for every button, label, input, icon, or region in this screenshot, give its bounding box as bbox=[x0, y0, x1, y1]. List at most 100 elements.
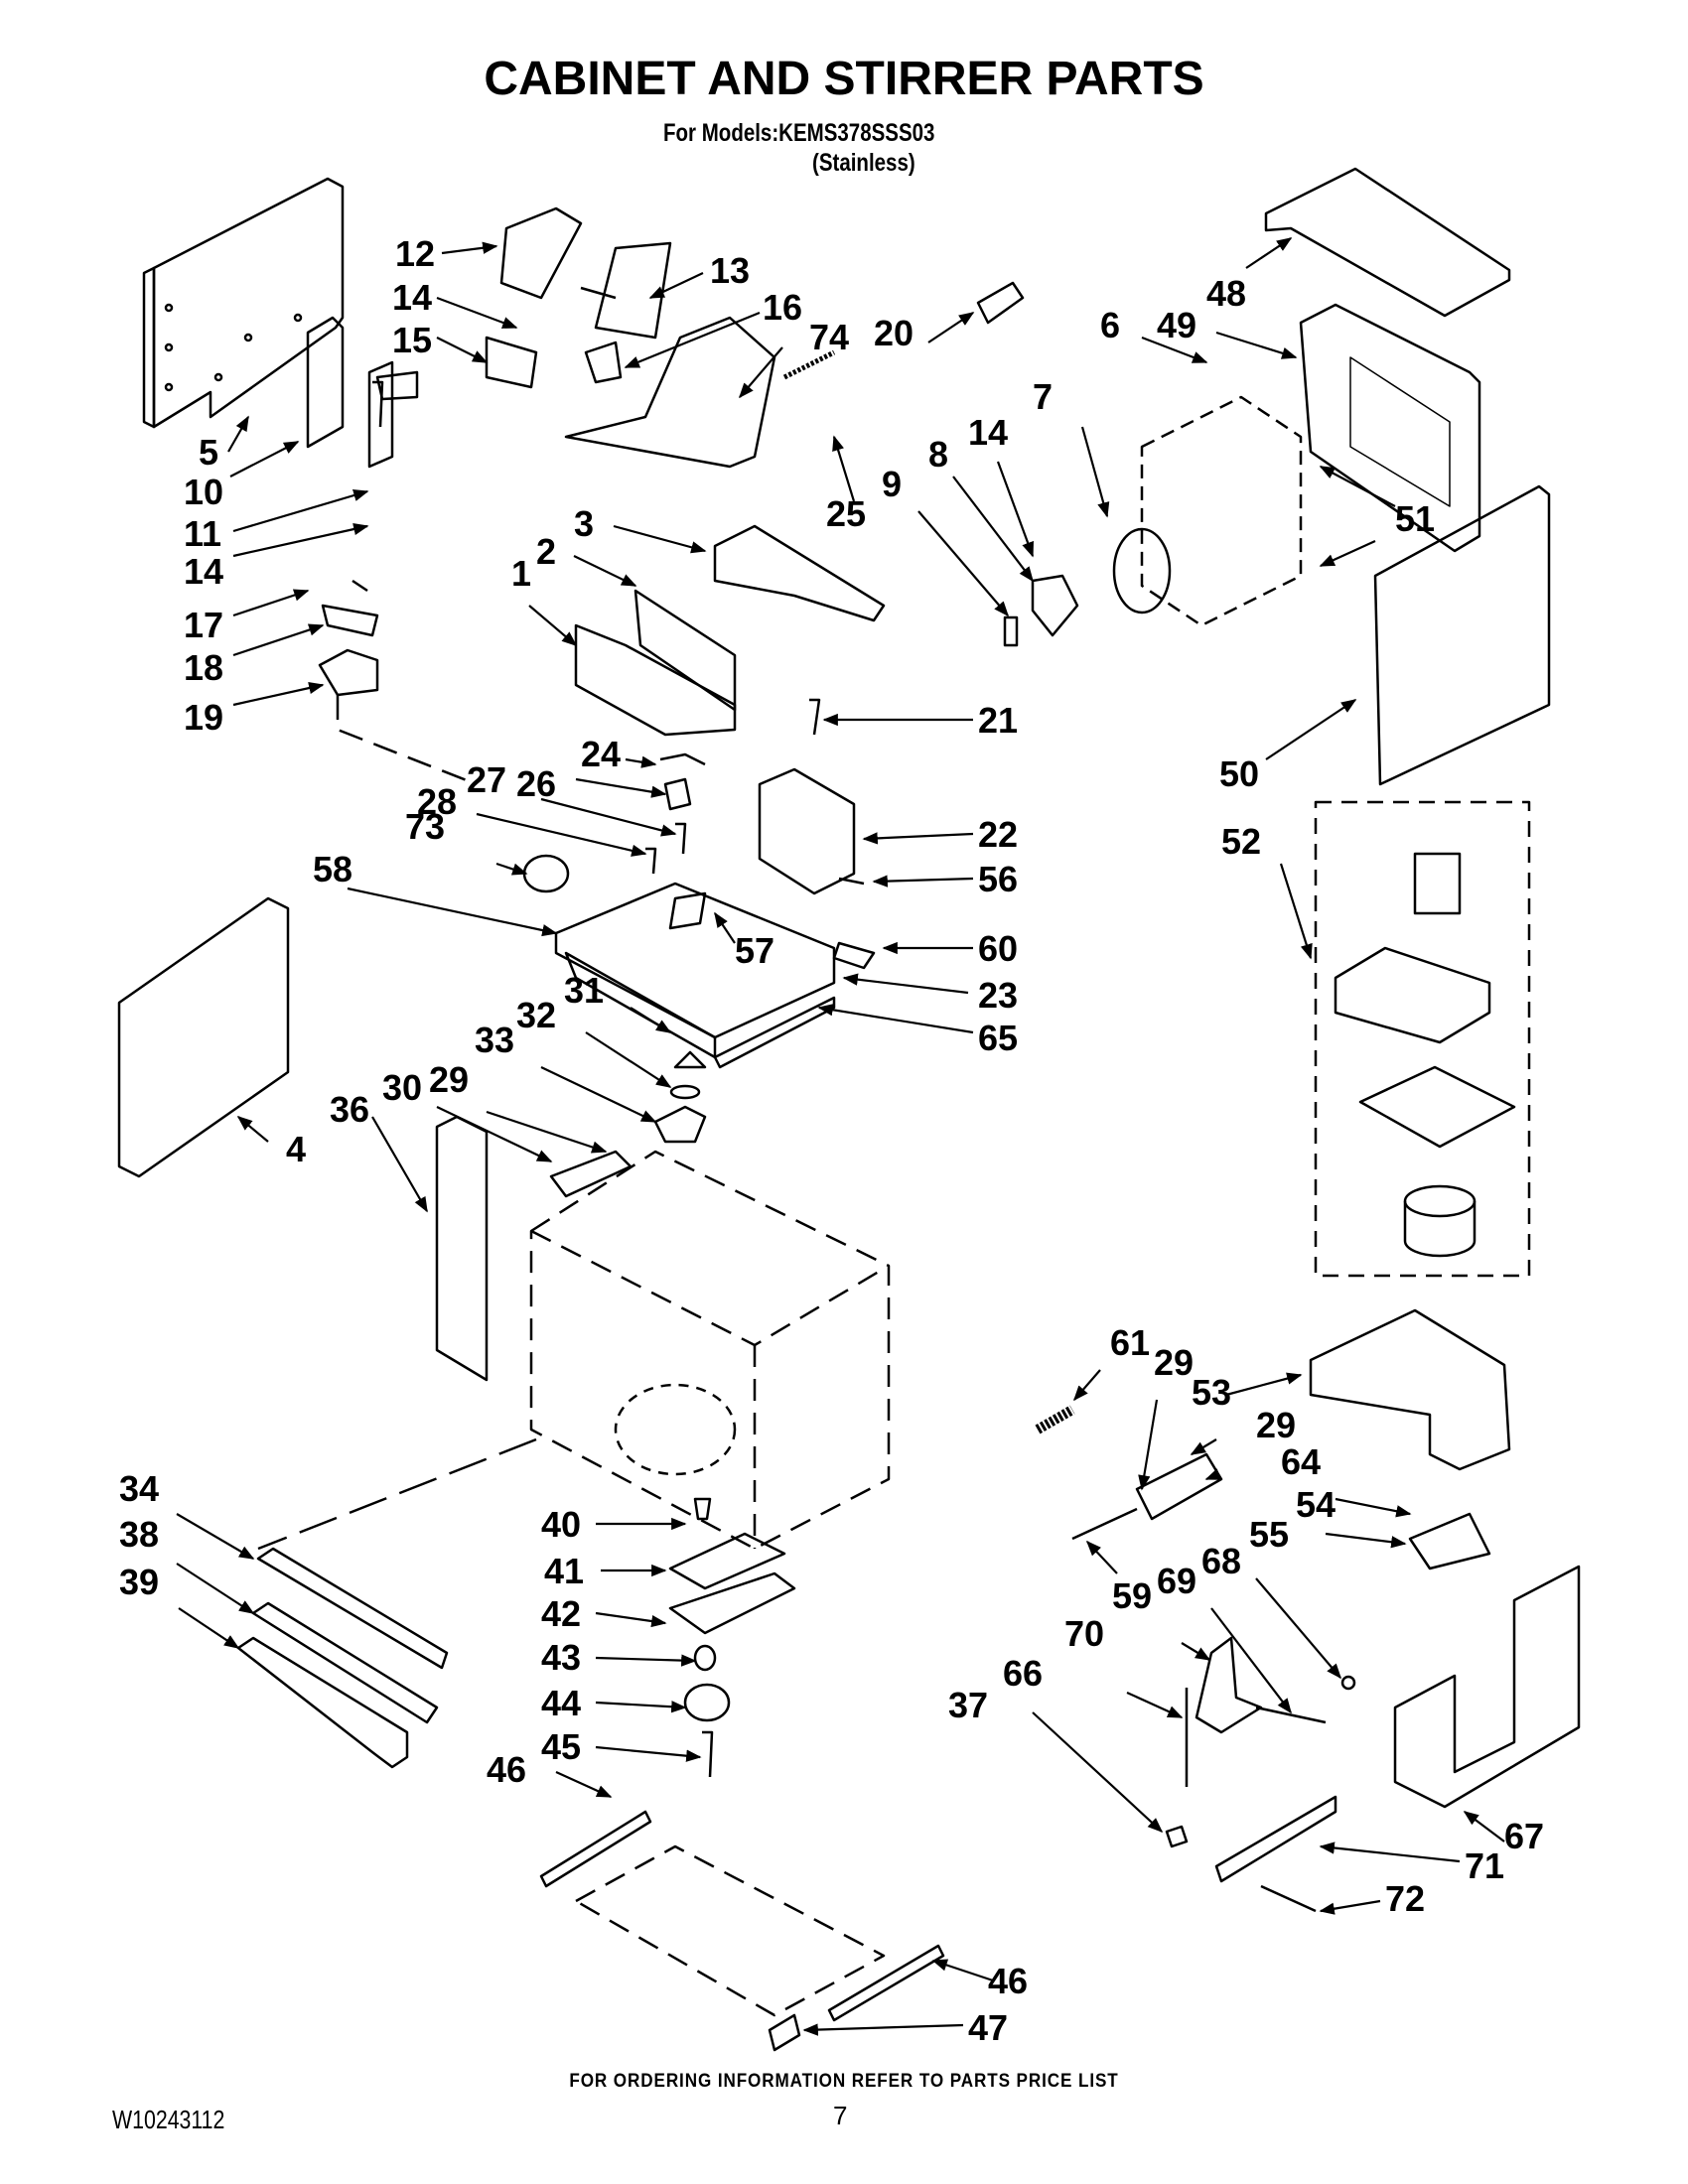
callout-1: 1 bbox=[511, 553, 532, 594]
part-22-transformer bbox=[758, 767, 856, 895]
callout-38: 38 bbox=[119, 1514, 160, 1555]
part-36-trim bbox=[435, 1115, 489, 1382]
callout-52: 52 bbox=[1221, 821, 1262, 862]
callout-57: 57 bbox=[735, 930, 775, 971]
callout-14: 14 bbox=[968, 412, 1009, 453]
part-48-top-cover bbox=[1264, 167, 1511, 318]
part-68-clip bbox=[1340, 1675, 1356, 1691]
callout-56: 56 bbox=[978, 859, 1019, 899]
callout-66: 66 bbox=[1003, 1653, 1044, 1694]
callout-23: 23 bbox=[978, 975, 1019, 1016]
part-7-stirrer-ring bbox=[1112, 527, 1172, 614]
callout-37: 37 bbox=[948, 1685, 989, 1725]
part-27-thermal-fuse bbox=[675, 822, 687, 855]
part-55-board bbox=[1408, 1512, 1491, 1570]
callout-31: 31 bbox=[564, 970, 605, 1011]
callout-20: 20 bbox=[874, 313, 914, 353]
callout-34: 34 bbox=[119, 1468, 160, 1509]
part-65-plate bbox=[713, 996, 836, 1069]
part-14-screw bbox=[372, 380, 384, 428]
finish-label: (Stainless) bbox=[812, 149, 915, 177]
callout-33: 33 bbox=[475, 1020, 515, 1060]
callout-69: 69 bbox=[1157, 1561, 1197, 1601]
callout-14: 14 bbox=[184, 551, 224, 592]
part-56-screw bbox=[838, 877, 865, 886]
part-2-control-board bbox=[633, 589, 737, 712]
callout-26: 26 bbox=[516, 763, 557, 804]
part-40-coupler bbox=[693, 1497, 712, 1521]
part-5-side-panel bbox=[142, 177, 345, 429]
callout-68: 68 bbox=[1201, 1541, 1242, 1581]
callout-65: 65 bbox=[978, 1018, 1019, 1058]
callout-16: 16 bbox=[763, 287, 803, 328]
part-46-rail-right bbox=[827, 1944, 945, 2022]
callout-40: 40 bbox=[541, 1504, 582, 1545]
callout-47: 47 bbox=[968, 2007, 1009, 2048]
part-72-shaft bbox=[1260, 1884, 1317, 1913]
ordering-note: FOR ORDERING INFORMATION REFER TO PARTS … bbox=[569, 2071, 1119, 2092]
part-26-bracket bbox=[663, 777, 692, 811]
part-32-washer bbox=[669, 1084, 701, 1100]
callout-43: 43 bbox=[541, 1637, 582, 1678]
part-16-switch bbox=[584, 341, 623, 384]
part-67-insulation bbox=[1393, 1565, 1581, 1809]
part-19-box bbox=[318, 648, 379, 697]
callout-28: 28 bbox=[417, 781, 458, 822]
callout-45: 45 bbox=[541, 1726, 582, 1767]
part-28-thermal-fuse bbox=[645, 847, 657, 875]
callout-24: 24 bbox=[581, 734, 622, 774]
part-17-fuse bbox=[352, 579, 368, 593]
callout-59: 59 bbox=[1112, 1575, 1153, 1616]
part-47-clip bbox=[768, 2013, 801, 2052]
callout-67: 67 bbox=[1504, 1816, 1545, 1856]
callout-55: 55 bbox=[1249, 1514, 1290, 1555]
part-70-bracket bbox=[1195, 1636, 1263, 1734]
part-31-bearing bbox=[673, 1050, 707, 1069]
part-12-bracket bbox=[499, 206, 583, 300]
part-53-cover bbox=[1309, 1308, 1511, 1471]
callout-5: 5 bbox=[199, 432, 219, 473]
callout-58: 58 bbox=[313, 849, 353, 889]
part-9-bracket bbox=[1003, 615, 1019, 647]
callout-60: 60 bbox=[978, 928, 1019, 969]
part-34-rail bbox=[256, 1547, 449, 1670]
part-25-spring bbox=[782, 349, 836, 380]
callout-4: 4 bbox=[286, 1129, 307, 1169]
callout-32: 32 bbox=[516, 995, 557, 1035]
oven-cavity-outline bbox=[529, 1150, 891, 1551]
callout-14: 14 bbox=[392, 277, 433, 318]
part-64-switch-bracket bbox=[1135, 1452, 1223, 1521]
part-18-holder bbox=[321, 604, 379, 637]
models-line: For Models:KEMS378SSS03 bbox=[663, 119, 935, 147]
part-51-waveguide-outline bbox=[1140, 395, 1303, 627]
callout-9: 9 bbox=[882, 464, 903, 504]
callout-18: 18 bbox=[184, 647, 224, 688]
part-39-rail bbox=[236, 1636, 409, 1769]
part-20-capacitor bbox=[976, 281, 1025, 325]
callout-12: 12 bbox=[395, 233, 436, 274]
callout-13: 13 bbox=[710, 250, 751, 291]
callout-29: 29 bbox=[429, 1059, 470, 1100]
callout-7: 7 bbox=[1033, 376, 1054, 417]
callout-46: 46 bbox=[487, 1749, 527, 1790]
part-44-motor bbox=[683, 1683, 731, 1722]
callout-74: 74 bbox=[809, 317, 850, 357]
part-1-control-board bbox=[574, 623, 737, 737]
part-42-bracket bbox=[668, 1571, 796, 1635]
part-52-fan-blower bbox=[1413, 852, 1462, 915]
callout-73: 73 bbox=[405, 806, 446, 847]
part-71-arm bbox=[1214, 1795, 1337, 1883]
part-60-sensor bbox=[832, 941, 876, 970]
part-59-rod bbox=[1071, 1507, 1138, 1541]
part-10-bracket bbox=[306, 316, 345, 449]
callout-49: 49 bbox=[1157, 305, 1197, 345]
callout-29: 29 bbox=[1256, 1405, 1297, 1445]
callout-46: 46 bbox=[988, 1961, 1029, 2001]
part-61-spring bbox=[1035, 1405, 1075, 1434]
part-69-pin bbox=[1255, 1706, 1327, 1724]
callout-22: 22 bbox=[978, 814, 1019, 855]
callout-2: 2 bbox=[536, 531, 557, 572]
part-3-bracket bbox=[713, 524, 886, 622]
part-50-side-panel bbox=[1373, 484, 1551, 786]
